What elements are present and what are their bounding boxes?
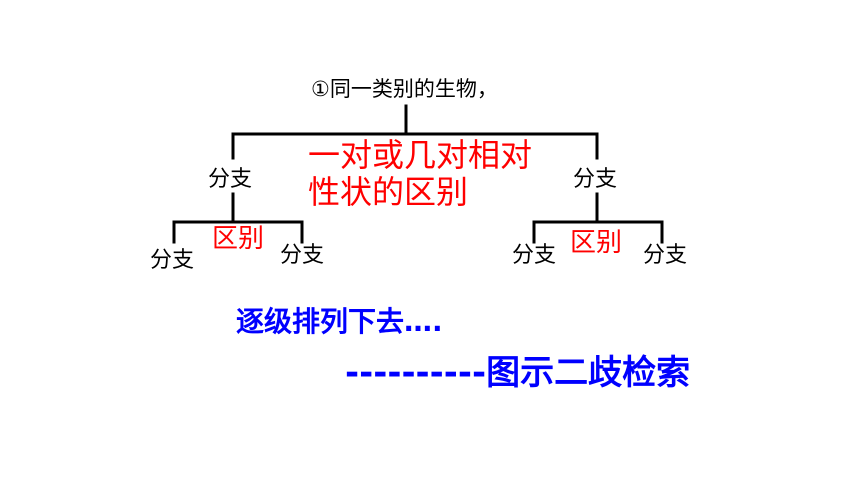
- footer-line1: 逐级排列下去….: [236, 305, 443, 338]
- root-label: ①同一类别的生物，: [311, 77, 498, 101]
- right-leaf-1: 分支: [512, 243, 557, 268]
- left-leaf-2: 分支: [280, 243, 325, 268]
- left-branch-label: 分支: [208, 167, 253, 192]
- level1-difference-line2: 性状的区别: [308, 173, 469, 211]
- right-branch-label: 分支: [573, 167, 618, 192]
- footer-line2: ----------图示二歧检索: [345, 353, 691, 393]
- level1-difference-line1: 一对或几对相对: [308, 136, 533, 174]
- right-leaf-2: 分支: [643, 243, 688, 268]
- right-difference-label: 区别: [570, 228, 623, 258]
- left-difference-label: 区别: [212, 224, 265, 254]
- left-leaf-1: 分支: [150, 248, 195, 273]
